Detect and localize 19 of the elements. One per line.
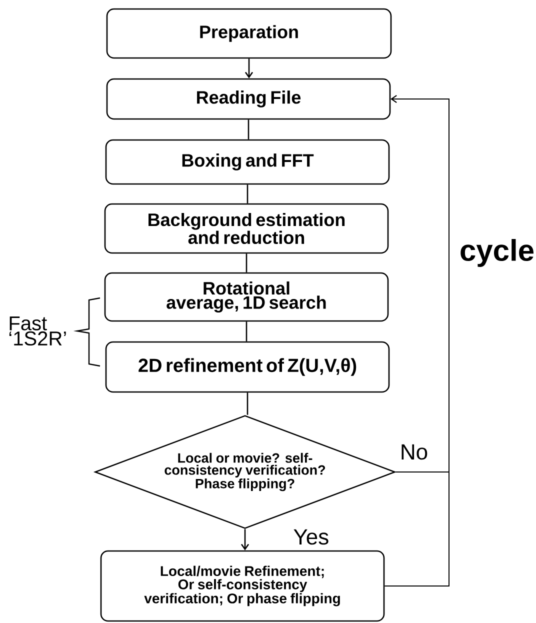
edge-label: No: [398, 443, 430, 461]
arrow: [244, 58, 254, 78]
edge-label: Yes: [292, 528, 330, 546]
process-box: Rotational average, 1D search: [104, 272, 389, 322]
cycle-label: cycle: [460, 239, 534, 267]
process-box: Boxing and FFT: [105, 139, 390, 185]
process-box: Reading File: [106, 78, 391, 120]
process-box: 2D refinement of Z(U,V,θ): [105, 341, 390, 393]
connector-line: [246, 322, 248, 342]
connector-line: [246, 254, 248, 272]
process-box: Preparation: [106, 8, 392, 59]
process-box: Local/movie Refinement; Or self-consistency verification; Or phase flipping: [100, 550, 385, 622]
connector-line: [248, 120, 250, 140]
arrow: [240, 529, 250, 550]
bracket-label: Fast ‘1S2R’: [9, 316, 66, 346]
process-box: Background estimation and reduction: [104, 203, 389, 254]
arrow: [384, 95, 450, 586]
connector-line: [246, 392, 248, 415]
connector-line: [246, 184, 248, 204]
